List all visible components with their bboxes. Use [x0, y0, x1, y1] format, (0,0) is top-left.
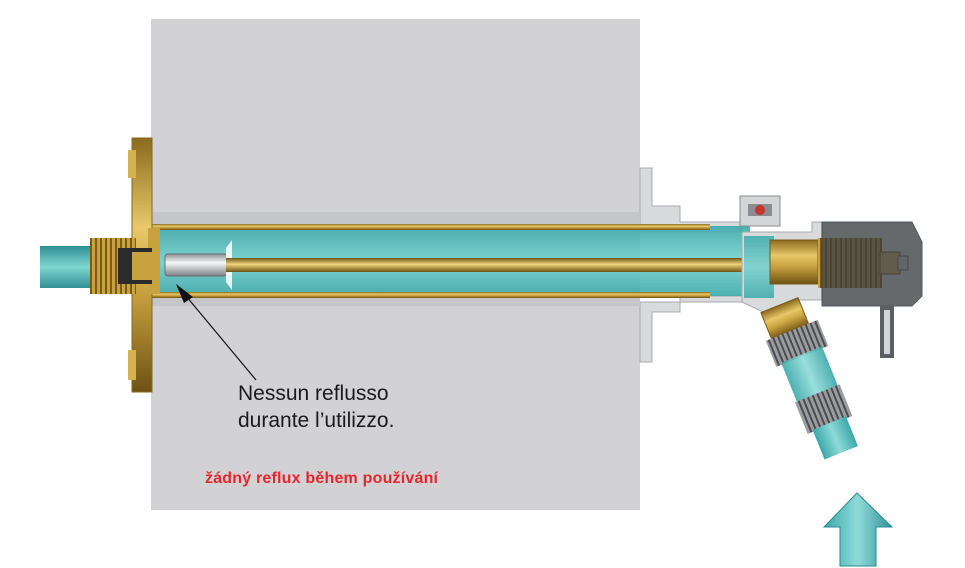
key-cap-housing — [821, 221, 923, 358]
operating-rod — [226, 258, 782, 272]
annotation-czech: žádný reflux během používání — [205, 470, 439, 487]
inlet-connector — [40, 238, 152, 294]
annotation-italian: Nessun reflusso durante l’utilizzo. — [238, 380, 394, 434]
angled-outlet — [760, 297, 858, 460]
flow-direction-arrow-icon — [822, 492, 894, 567]
annotation-italian-line1: Nessun reflusso — [238, 382, 389, 405]
annotation-italian-line2: durante l’utilizzo. — [238, 409, 395, 432]
pointer-arrow-icon — [176, 284, 257, 381]
brass-tube — [150, 224, 710, 298]
